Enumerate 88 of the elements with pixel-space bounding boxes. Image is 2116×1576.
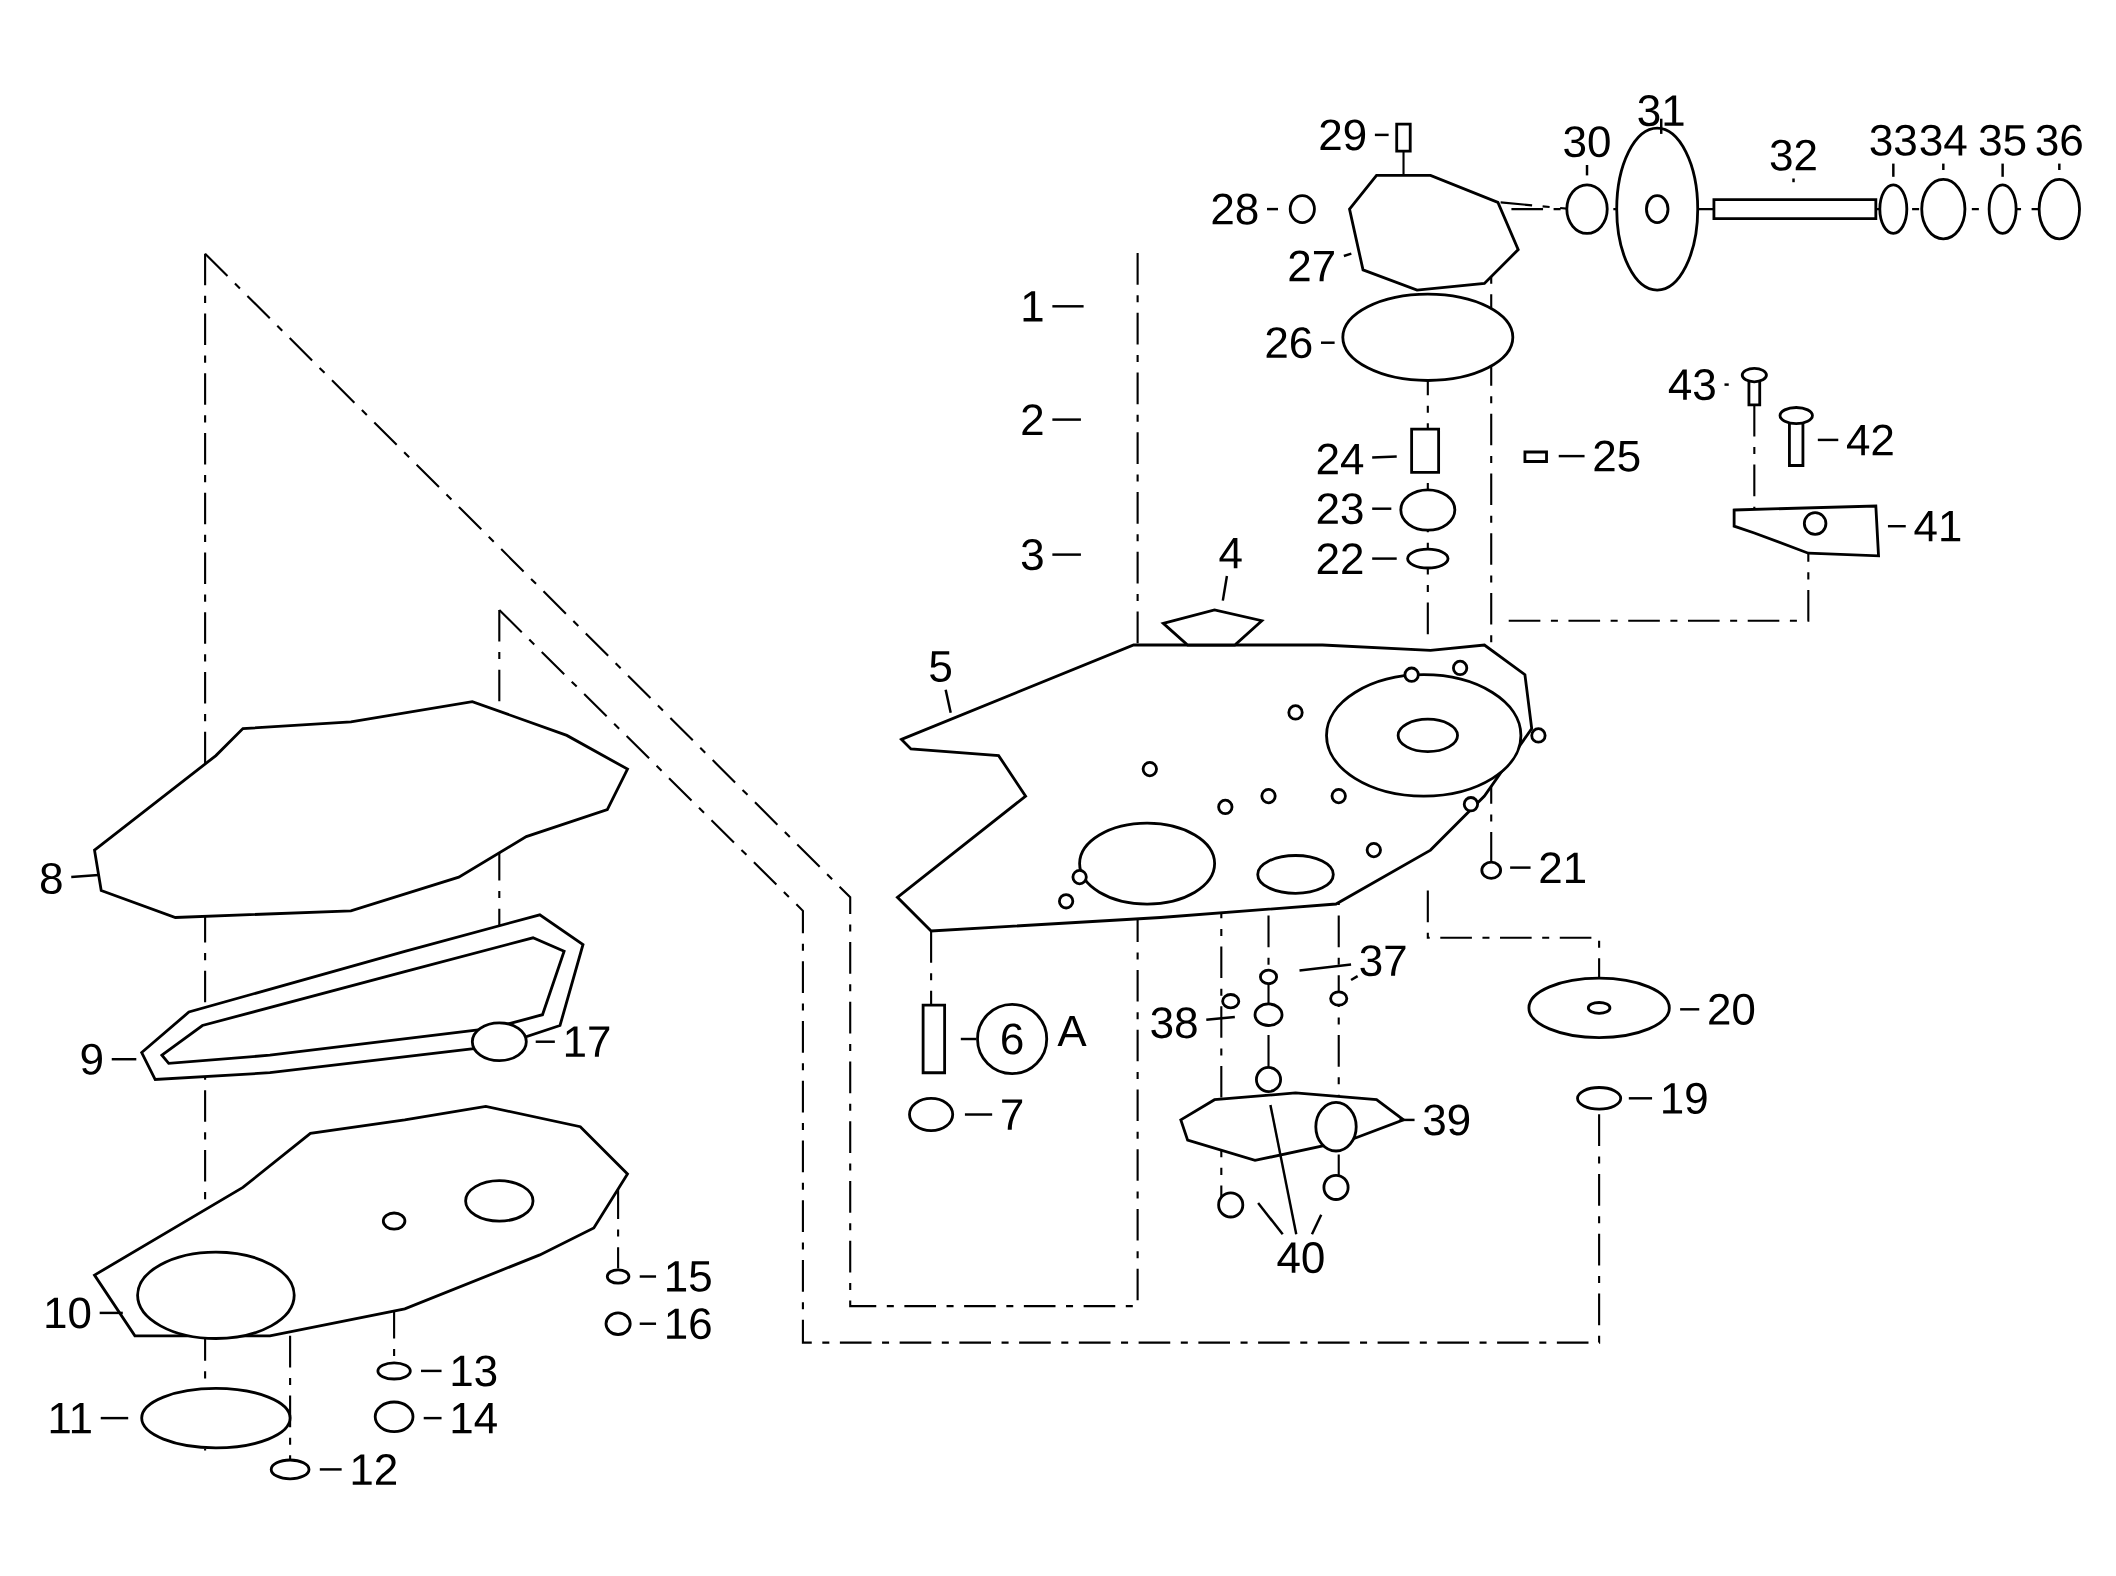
leader-line <box>1372 455 1397 459</box>
leader-line <box>1680 1008 1700 1011</box>
leader-line <box>99 1311 123 1315</box>
leader-line <box>421 1369 442 1373</box>
callout-number: 8 <box>41 862 62 894</box>
leader-line <box>639 1275 657 1278</box>
leader-line <box>1206 1015 1235 1021</box>
callout-number: 15 <box>667 1261 711 1292</box>
leader-line <box>1792 178 1795 183</box>
callout-number: 24 <box>1317 443 1364 475</box>
callout-number: 28 <box>1212 193 1258 225</box>
leader-line <box>423 1416 442 1420</box>
leader-line <box>944 689 952 713</box>
callout-number: 25 <box>1594 440 1640 472</box>
leader-line <box>71 873 99 879</box>
callout-number: 41 <box>1914 511 1961 542</box>
leader-line <box>1628 1097 1653 1100</box>
leader-line <box>1817 438 1839 442</box>
callout-number: 4 <box>1219 538 1242 569</box>
callout-number: 17 <box>565 1026 610 1057</box>
leader-line <box>964 1113 993 1116</box>
leader-line <box>1221 575 1229 601</box>
callout-number: 1 <box>1023 291 1043 322</box>
leader-line <box>1269 1104 1298 1235</box>
leader-line <box>1374 133 1389 137</box>
leader-line <box>639 1322 657 1325</box>
callout-number: 39 <box>1423 1104 1470 1136</box>
leader-line <box>1399 1118 1415 1122</box>
leader-line <box>1343 252 1352 258</box>
callout-number: 3 <box>1021 539 1043 571</box>
callout-number: 12 <box>352 1454 396 1485</box>
callout-number: 22 <box>1317 543 1363 574</box>
callout-number: 7 <box>1002 1099 1023 1130</box>
callout-number: 21 <box>1540 852 1585 883</box>
callout-number: 40 <box>1277 1242 1324 1274</box>
callout-number: 43 <box>1668 369 1715 401</box>
callout-number: 31 <box>1638 95 1684 127</box>
leader-line <box>1052 305 1084 308</box>
callout-number: 33 <box>1870 124 1916 156</box>
callout-number: 34 <box>1920 124 1967 156</box>
callout-number: 19 <box>1663 1082 1707 1114</box>
leader-line <box>1510 866 1531 869</box>
leader-line <box>1724 383 1729 386</box>
callout-number: 5 <box>930 651 951 682</box>
leader-line <box>1585 165 1589 176</box>
callout-number: 29 <box>1320 119 1366 151</box>
callout-number: 35 <box>1979 124 2026 156</box>
callout-number: 11 <box>50 1403 91 1434</box>
leader-line <box>100 1416 129 1420</box>
callout-number: 38 <box>1151 1007 1197 1039</box>
callout-number: 23 <box>1317 493 1363 525</box>
leader-line <box>1257 1202 1284 1236</box>
leader-line <box>1660 118 1663 134</box>
leader-line <box>1299 963 1352 972</box>
callout-number: 10 <box>46 1297 91 1329</box>
leader-line <box>111 1058 137 1061</box>
callout-number: 32 <box>1770 139 1816 171</box>
leader-line <box>1267 207 1278 211</box>
leader-line <box>1372 557 1397 560</box>
callout-number: 13 <box>452 1355 497 1387</box>
callout-number: 30 <box>1564 126 1610 158</box>
leader-line <box>1321 341 1335 344</box>
leader-line <box>1052 553 1081 556</box>
leader-line <box>1558 454 1585 458</box>
leader-line <box>1052 418 1081 421</box>
leader-line <box>1310 1214 1323 1235</box>
callout-number: 36 <box>2036 124 2082 156</box>
callout-number: 9 <box>81 1043 102 1075</box>
callout-number: 27 <box>1289 250 1334 282</box>
circled-callout-number: 6 <box>976 1003 1049 1076</box>
callout-number: 14 <box>452 1403 497 1434</box>
callout-number: 42 <box>1847 424 1893 456</box>
callout-number: 37 <box>1360 945 1406 977</box>
leader-line <box>1942 163 1945 170</box>
leader-line <box>319 1468 342 1471</box>
leader-line <box>535 1040 555 1043</box>
leader-line <box>2001 163 2004 177</box>
leader-line <box>2058 163 2061 170</box>
reference-letter: A <box>1057 1015 1087 1047</box>
leader-line <box>1372 507 1392 510</box>
callout-number: 16 <box>667 1308 711 1340</box>
leader-line <box>1350 975 1359 982</box>
callout-number: 26 <box>1266 327 1312 359</box>
leader-line <box>960 1037 977 1041</box>
callout-number: 20 <box>1709 993 1755 1025</box>
leader-line <box>1887 524 1906 528</box>
callout-number: 2 <box>1022 404 1043 435</box>
leader-line <box>1892 163 1895 177</box>
